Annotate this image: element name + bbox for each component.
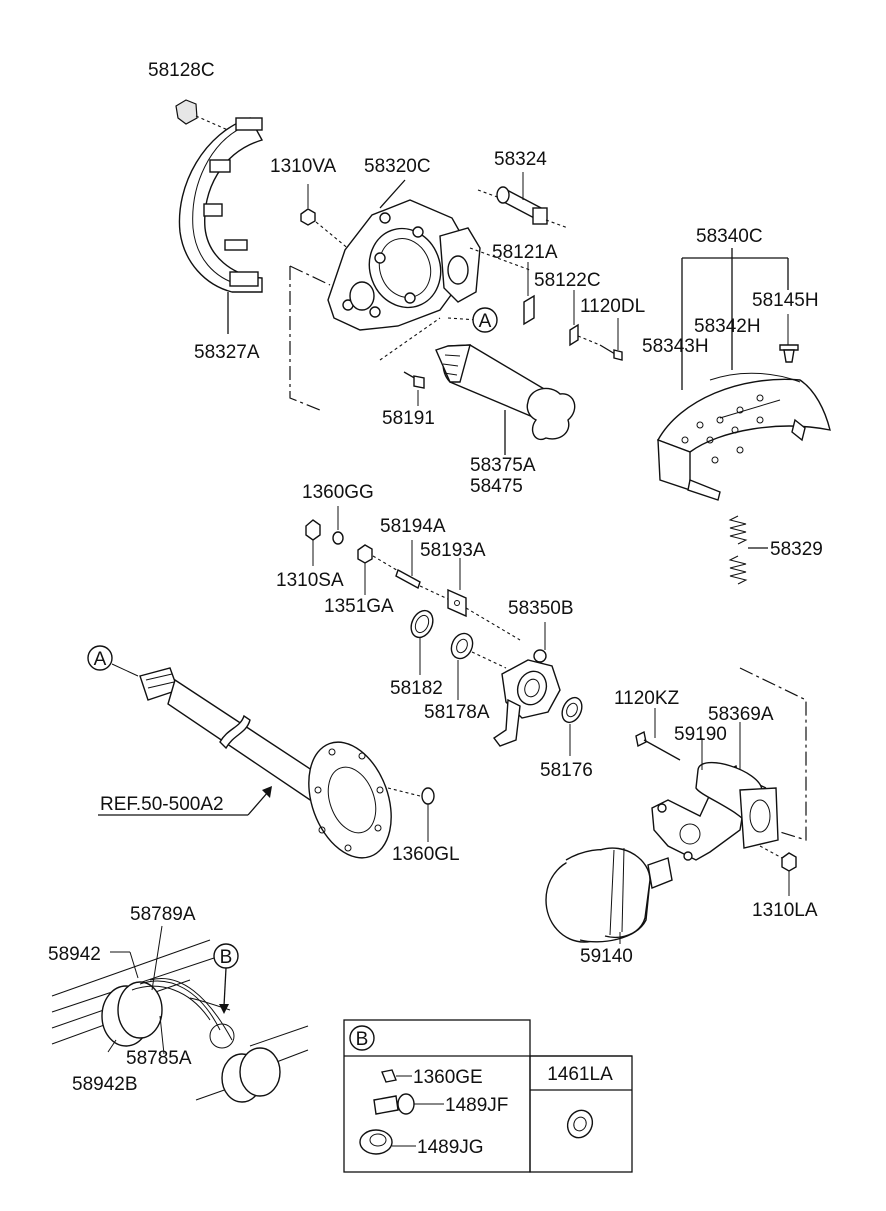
label-59140: 59140 <box>580 946 633 967</box>
bolt-1120kz <box>635 708 681 761</box>
label-58193a: 58193A <box>420 540 486 561</box>
label-58128c: 58128C <box>148 60 215 81</box>
label-59190: 59190 <box>674 724 727 745</box>
slack-adjuster-58350b <box>492 622 561 747</box>
label-58942: 58942 <box>48 944 101 965</box>
label-58324: 58324 <box>494 149 547 170</box>
seal-58182 <box>410 609 434 675</box>
bolt-58191 <box>403 371 425 406</box>
axle-shaft: A <box>87 645 421 859</box>
label-58375a: 58375A <box>470 455 536 476</box>
label-58789a: 58789A <box>130 904 196 925</box>
label-58327a: 58327A <box>194 342 260 363</box>
label-58191: 58191 <box>382 408 435 429</box>
brake-shoe-58340c <box>656 248 831 501</box>
washer-1360gg <box>332 506 344 545</box>
label-58121a: 58121A <box>492 242 558 263</box>
label-58320c: 58320C <box>364 156 431 177</box>
nut-1351ga <box>357 544 401 595</box>
label-1120dl: 1120DL <box>580 296 645 317</box>
nut-1310va <box>300 184 351 251</box>
label-1310la: 1310LA <box>752 900 818 921</box>
callout-a-upper-text: A <box>479 311 492 332</box>
table-item-1489jg: 1489JG <box>417 1137 484 1158</box>
label-1120kz: 1120KZ <box>614 688 680 709</box>
callout-a-upper: A <box>472 307 498 333</box>
label-58178a: 58178A <box>424 702 490 723</box>
label-58475: 58475 <box>470 476 523 497</box>
table-col2-header: 1461LA <box>547 1064 613 1085</box>
dust-shield-58327a <box>178 117 264 334</box>
washer-1360gl <box>421 787 435 842</box>
label-58343h: 58343H <box>642 336 709 357</box>
brake-spider-58320c <box>327 179 531 331</box>
label-58942b: 58942B <box>72 1074 138 1095</box>
nut-1310la <box>759 845 797 896</box>
plate-58193a <box>447 558 521 641</box>
clip-58121a <box>523 262 535 326</box>
label-1351ga: 1351GA <box>324 596 394 617</box>
label-58145h: 58145H <box>752 290 819 311</box>
clip-58128c <box>175 99 247 139</box>
table-item-1489jf: 1489JF <box>445 1095 508 1116</box>
label-58194a: 58194A <box>380 516 446 537</box>
bolt-58194a <box>395 540 451 601</box>
washer-58178a <box>450 632 507 700</box>
label-58329: 58329 <box>770 539 823 560</box>
table-callout-b: B <box>356 1029 369 1050</box>
part-labels: 58128C 58327A 1310VA 58320C 58324 58121A… <box>48 60 823 1095</box>
label-1310va: 1310VA <box>270 156 337 177</box>
callout-b-text: B <box>220 947 233 968</box>
label-58350b: 58350B <box>508 598 574 619</box>
washer-58176 <box>561 696 583 756</box>
label-58342h: 58342H <box>694 316 761 337</box>
bolt-1120dl <box>577 318 623 361</box>
wiring-harness-58789a: B <box>51 925 309 1103</box>
label-58369a: 58369A <box>708 704 774 725</box>
callout-a-lower-text: A <box>94 649 107 670</box>
return-springs-58329 <box>728 515 768 585</box>
label-58182: 58182 <box>390 678 443 699</box>
table-item-1360ge: 1360GE <box>413 1067 483 1088</box>
label-58176: 58176 <box>540 760 593 781</box>
nut-1310sa <box>305 519 321 566</box>
pin-58324 <box>477 172 569 229</box>
label-58340c: 58340C <box>696 226 763 247</box>
brake-chamber-59140 <box>545 847 673 944</box>
reference-arrow <box>98 786 272 816</box>
rivet-58145h <box>779 314 799 363</box>
label-1310sa: 1310SA <box>276 570 344 591</box>
camshaft-58375a <box>435 344 576 455</box>
label-ref: REF.50-500A2 <box>100 794 224 815</box>
label-58785a: 58785A <box>126 1048 192 1069</box>
label-1360gl: 1360GL <box>392 844 460 865</box>
label-1360gg: 1360GG <box>302 482 374 503</box>
label-58122c: 58122C <box>534 270 601 291</box>
chamber-bracket-59190 <box>651 667 807 861</box>
detail-table-b: B 1461LA 1360GE 1489JF 1489JG <box>343 1019 633 1173</box>
clip-58122c <box>569 290 579 347</box>
